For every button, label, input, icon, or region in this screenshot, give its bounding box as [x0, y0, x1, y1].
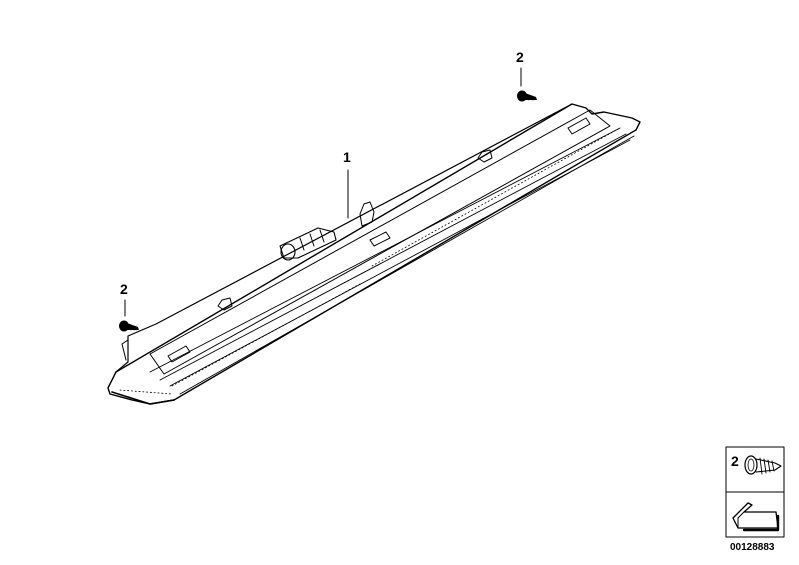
- callout-part-2-top: 2: [516, 49, 524, 65]
- legend-box-screw: 2: [725, 446, 785, 493]
- screw-icon: [517, 90, 537, 102]
- screw-icon: [119, 320, 139, 332]
- fastener-clip-icon: [732, 502, 780, 532]
- connector-plug: [279, 227, 337, 261]
- brake-light-housing: [107, 103, 641, 405]
- callout-part-2-left: 2: [120, 281, 128, 297]
- screw-icon: [744, 455, 782, 475]
- callout-part-1: 1: [343, 149, 351, 165]
- legend-callout-part-2: 2: [731, 453, 739, 469]
- diagram-number: 00128883: [730, 542, 775, 553]
- legend-box-fastener: [725, 491, 785, 538]
